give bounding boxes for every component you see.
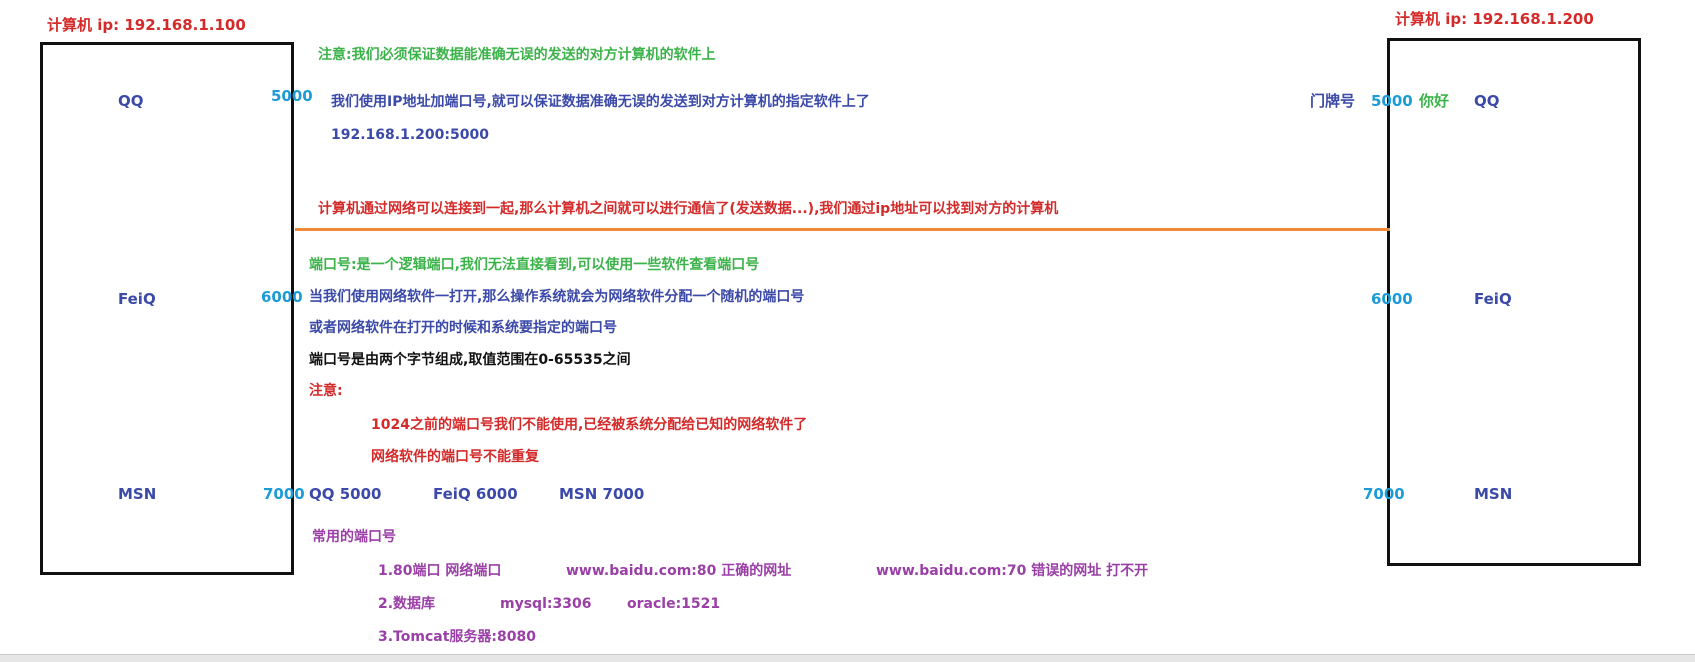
summary-feiq: FeiQ 6000 — [433, 485, 518, 503]
common-port-oracle: oracle:1521 — [627, 596, 721, 612]
attention-item-2: 网络软件的端口号不能重复 — [371, 449, 539, 465]
left-computer-box — [40, 42, 294, 575]
network-connection-line — [295, 228, 1390, 231]
left-port-qq: 5000 — [271, 87, 313, 105]
left-port-msn: 7000 — [263, 485, 305, 503]
summary-qq: QQ 5000 — [309, 485, 382, 503]
common-port-80-correct: www.baidu.com:80 正确的网址 — [566, 563, 792, 579]
port-random-note: 当我们使用网络软件一打开,那么操作系统就会为网络软件分配一个随机的端口号 — [309, 289, 805, 305]
common-port-80-wrong: www.baidu.com:70 错误的网址 打不开 — [876, 563, 1149, 579]
attention-item-1: 1024之前的端口号我们不能使用,已经被系统分配给已知的网络软件了 — [371, 417, 808, 433]
ip-port-example: 192.168.1.200:5000 — [331, 127, 489, 143]
left-port-feiq: 6000 — [261, 288, 303, 306]
right-computer-box — [1387, 38, 1641, 566]
common-port-mysql: mysql:3306 — [500, 596, 592, 612]
common-port-db-label: 2.数据库 — [378, 596, 436, 612]
right-port-msn: 7000 — [1363, 485, 1405, 503]
common-ports-heading: 常用的端口号 — [312, 529, 396, 545]
right-door-label: 门牌号 — [1310, 92, 1356, 110]
common-port-80-label: 1.80端口 网络端口 — [378, 563, 502, 579]
attention-label: 注意: — [309, 383, 343, 399]
left-computer-title: 计算机 ip: 192.168.1.100 — [47, 16, 246, 34]
right-app-msn: MSN — [1474, 485, 1513, 503]
ip-port-explanation: 我们使用IP地址加端口号,就可以保证数据准确无误的发送到对方计算机的指定软件上了 — [331, 94, 870, 110]
right-app-feiq: FeiQ — [1474, 290, 1512, 308]
right-computer-title: 计算机 ip: 192.168.1.200 — [1395, 10, 1594, 28]
right-app-qq: QQ — [1474, 92, 1500, 110]
left-app-feiq: FeiQ — [118, 290, 156, 308]
bottom-scrollbar[interactable] — [0, 654, 1695, 662]
port-definition: 端口号:是一个逻辑端口,我们无法直接看到,可以使用一些软件查看端口号 — [309, 257, 760, 273]
right-port-qq: 5000 — [1371, 92, 1413, 110]
top-note: 注意:我们必须保证数据能准确无误的发送的对方计算机的软件上 — [318, 47, 716, 63]
summary-msn: MSN 7000 — [559, 485, 645, 503]
port-specified-note: 或者网络软件在打开的时候和系统要指定的端口号 — [309, 320, 617, 336]
left-app-msn: MSN — [118, 485, 157, 503]
right-greeting: 你好 — [1419, 92, 1450, 110]
port-range-note: 端口号是由两个字节组成,取值范围在0-65535之间 — [309, 352, 631, 368]
right-port-feiq: 6000 — [1371, 290, 1413, 308]
common-port-tomcat: 3.Tomcat服务器:8080 — [378, 629, 536, 645]
left-app-qq: QQ — [118, 92, 144, 110]
network-note: 计算机通过网络可以连接到一起,那么计算机之间就可以进行通信了(发送数据...),… — [318, 201, 1059, 217]
